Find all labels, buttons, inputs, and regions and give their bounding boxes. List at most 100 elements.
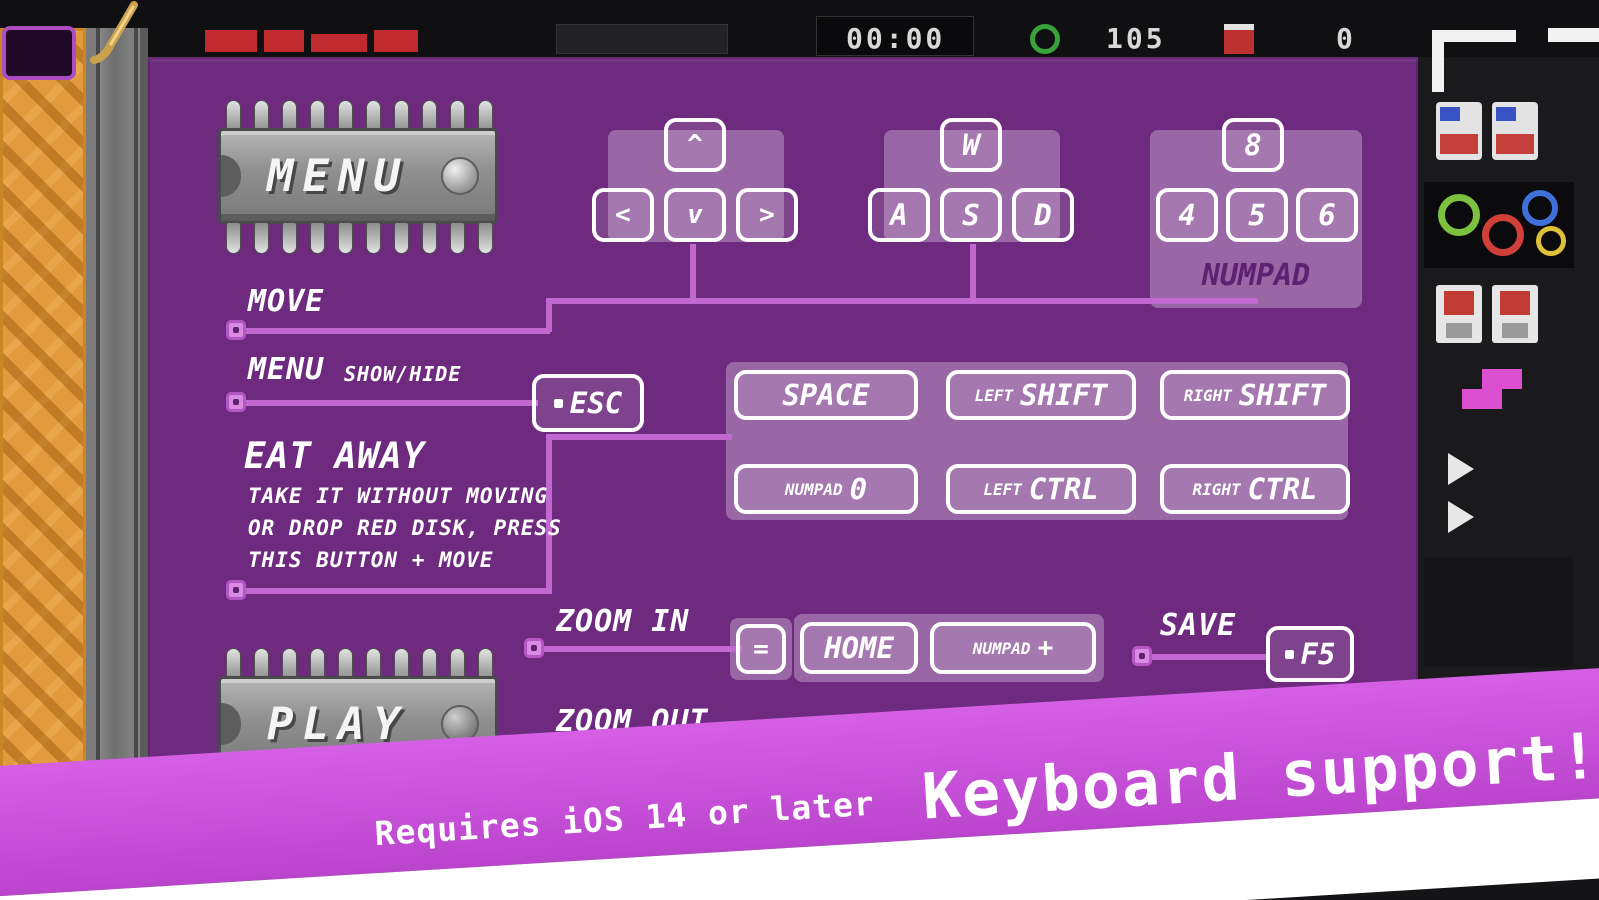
- key-numpad-6: 6: [1296, 188, 1358, 242]
- key-s: S: [940, 188, 1002, 242]
- key-space: SPACE: [734, 370, 918, 420]
- chip-pin: [226, 222, 241, 254]
- eat-away-title: EAT AWAY: [244, 436, 426, 477]
- key-space-label: SPACE: [782, 378, 870, 412]
- chip-pins: [226, 222, 493, 254]
- connector-line: [246, 400, 538, 406]
- connector-line: [546, 434, 732, 440]
- key-home-label: HOME: [824, 631, 894, 665]
- key-ctrl-label: CTRL: [1247, 472, 1318, 506]
- connector-line: [542, 646, 742, 652]
- show-hide-label: SHOW/HIDE: [344, 362, 462, 386]
- key-left-prefix: LEFT: [983, 479, 1022, 499]
- eat-away-desc-line3: THIS BUTTON + MOVE: [248, 548, 494, 572]
- wasd-cluster-highlight: [884, 130, 1060, 242]
- key-numpad-5: 5: [1226, 188, 1288, 242]
- key-arrow-up: ^: [664, 118, 726, 172]
- numpad-caption: NUMPAD: [1201, 258, 1311, 293]
- connector-line: [246, 588, 550, 594]
- banner-requirement: Requires iOS 14 or later: [373, 783, 876, 854]
- connector-node: [524, 638, 544, 658]
- chip-pin: [478, 222, 493, 254]
- circuit-strip: [0, 28, 90, 788]
- key-numpad-prefix: NUMPAD: [972, 638, 1031, 658]
- rail-groove: [134, 28, 138, 788]
- hook-icon: [88, 0, 146, 72]
- arrow-down-glyph: v: [687, 200, 703, 230]
- logo-block: [264, 30, 304, 52]
- connector-node: [226, 392, 246, 412]
- key-f5: F5: [1266, 626, 1354, 682]
- floppy-label: [1444, 291, 1474, 315]
- hud-disk-icon: [1224, 24, 1254, 54]
- green-ring-icon: [1438, 194, 1480, 236]
- flag-icon: [1492, 102, 1538, 160]
- logo-block: [205, 30, 257, 52]
- key-right-prefix: RIGHT: [1192, 479, 1241, 499]
- chip-body: MENU: [218, 128, 498, 224]
- arrow-up-glyph: ^: [687, 130, 703, 160]
- key-right-shift: RIGHT SHIFT: [1160, 370, 1350, 420]
- key-shift-label: SHIFT: [1238, 378, 1327, 412]
- key-equals: =: [736, 624, 786, 674]
- key-d: D: [1012, 188, 1074, 242]
- key-arrow-left: <: [592, 188, 654, 242]
- key-home: HOME: [800, 622, 918, 674]
- connector-line: [970, 244, 976, 300]
- red-ring-icon: [1482, 214, 1524, 256]
- play-chip-label: PLAY: [267, 698, 409, 750]
- key-arrow-down: v: [664, 188, 726, 242]
- flag-icon: [1436, 102, 1482, 160]
- floppy-slider: [1446, 323, 1472, 338]
- key-s-label: S: [962, 198, 980, 232]
- eat-away-desc-line1: TAKE IT WITHOUT MOVING: [248, 484, 549, 508]
- key-left-ctrl: LEFT CTRL: [946, 464, 1136, 514]
- key-esc: ESC: [532, 374, 644, 432]
- logo-block: [374, 30, 418, 52]
- key-f5-label: F5: [1300, 637, 1336, 671]
- triangle-icon: [1448, 501, 1474, 533]
- flag-icons: [1436, 102, 1538, 160]
- menu-chip-label: MENU: [267, 150, 409, 202]
- key-shift-label: SHIFT: [1020, 378, 1108, 412]
- key-6-label: 6: [1318, 198, 1336, 232]
- flag-blue-field: [1440, 107, 1460, 121]
- connector-line: [1150, 654, 1270, 660]
- eat-away-desc-line2: OR DROP RED DISK, PRESS: [248, 516, 562, 540]
- numpad-cluster-highlight: [1150, 130, 1362, 308]
- dark-slab: [1424, 557, 1574, 667]
- blue-ring-icon: [1522, 190, 1558, 226]
- chip-pin: [366, 222, 381, 254]
- connector-line: [546, 434, 552, 594]
- connector-line: [546, 298, 1258, 304]
- s-piece-icon: [1462, 369, 1526, 413]
- hud-box: [556, 24, 728, 54]
- save-label: SAVE: [1160, 608, 1237, 643]
- key-5-label: 5: [1248, 198, 1266, 232]
- rings-panel: [1424, 182, 1574, 268]
- key-numpad-8: 8: [1222, 118, 1284, 172]
- connector-line: [690, 244, 696, 300]
- key-right-prefix: RIGHT: [1183, 385, 1232, 405]
- game-edge-column: [1418, 57, 1599, 717]
- chip-notch: [221, 703, 241, 745]
- s-piece-block: [1462, 389, 1502, 409]
- key-ctrl-label: CTRL: [1028, 472, 1099, 506]
- chip-pin: [394, 222, 409, 254]
- chip-pin: [310, 222, 325, 254]
- key-8-label: 8: [1244, 128, 1262, 162]
- floppy-icon: [1436, 285, 1482, 343]
- key-numpad-4: 4: [1156, 188, 1218, 242]
- chip-led-icon: [441, 157, 479, 195]
- hud-timer-box: [816, 16, 974, 56]
- key-a-label: A: [890, 198, 908, 232]
- s-piece-block: [1482, 369, 1522, 389]
- connector-line: [546, 298, 552, 332]
- key-w: W: [940, 118, 1002, 172]
- key-plus-label: +: [1037, 633, 1054, 663]
- zoom-in-label: ZOOM IN: [556, 604, 690, 639]
- menu-toggle-label: MENU: [248, 352, 325, 387]
